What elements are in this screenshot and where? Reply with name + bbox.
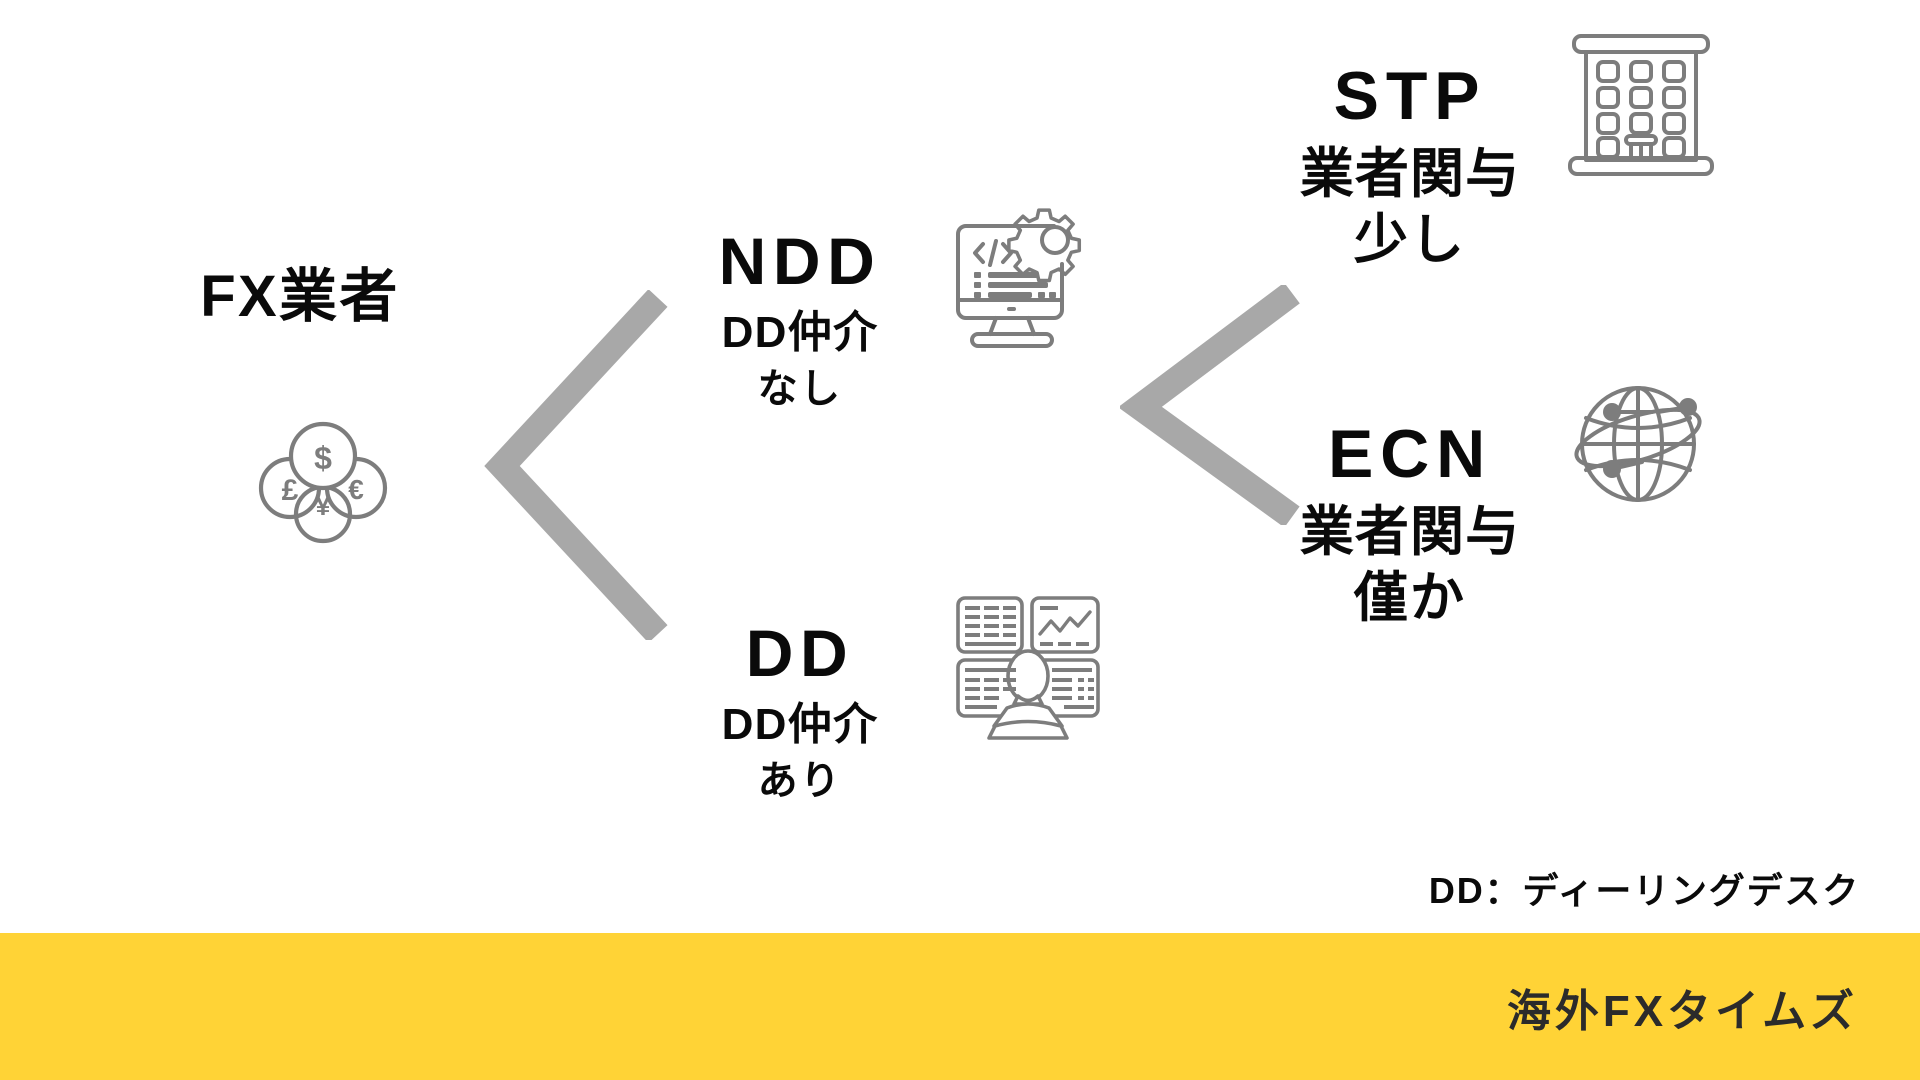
monitor-code-gear-icon [956,208,1082,348]
node-stp-sub1: 業者関与 [1299,144,1521,204]
node-dd: DD DD仲介 あり [660,620,940,804]
node-ndd-acronym: NDD [718,224,882,298]
node-fx-broker: FX業者 [150,268,450,326]
node-ecn-sub1: 業者関与 [1299,502,1521,562]
footnote-dd-definition: DD：ディーリングデスク [1428,870,1860,911]
globe-network-icon [1574,386,1702,502]
connector-ndd-split [1120,285,1300,525]
globe-node-2 [1679,398,1697,416]
node-ndd-sub2: なし [757,367,843,412]
node-ecn: ECN 業者関与 僅か [1245,420,1575,629]
node-ecn-sub2: 僅か [1353,568,1467,629]
trading-desk-icon [956,596,1100,740]
node-ecn-acronym: ECN [1328,416,1492,492]
node-dd-sub1: DD仲介 [721,700,879,749]
node-stp-acronym: STP [1333,58,1487,134]
footer-band [0,933,1920,1080]
coin-symbol-euro: € [348,474,364,505]
node-dd-acronym: DD [745,616,855,690]
node-fx-broker-label: FX業者 [200,264,400,329]
coin-symbol-pound: £ [282,474,299,507]
coin-symbol-yen: ¥ [316,491,331,521]
coin-symbol-dollar: $ [314,440,332,476]
node-ndd-sub1: DD仲介 [721,308,879,357]
office-building-icon [1568,34,1714,176]
globe-node-3 [1603,460,1621,478]
globe-node-1 [1603,403,1621,421]
brand-name: 海外FXタイムズ [1506,987,1858,1036]
currency-coins-icon: ¥ £ € $ [258,421,388,544]
node-dd-sub2: あり [757,759,843,804]
node-ndd: NDD DD仲介 なし [660,228,940,412]
node-stp: STP 業者関与 少し [1245,62,1575,271]
connector-root-split [484,290,668,640]
node-stp-sub2: 少し [1353,210,1467,271]
